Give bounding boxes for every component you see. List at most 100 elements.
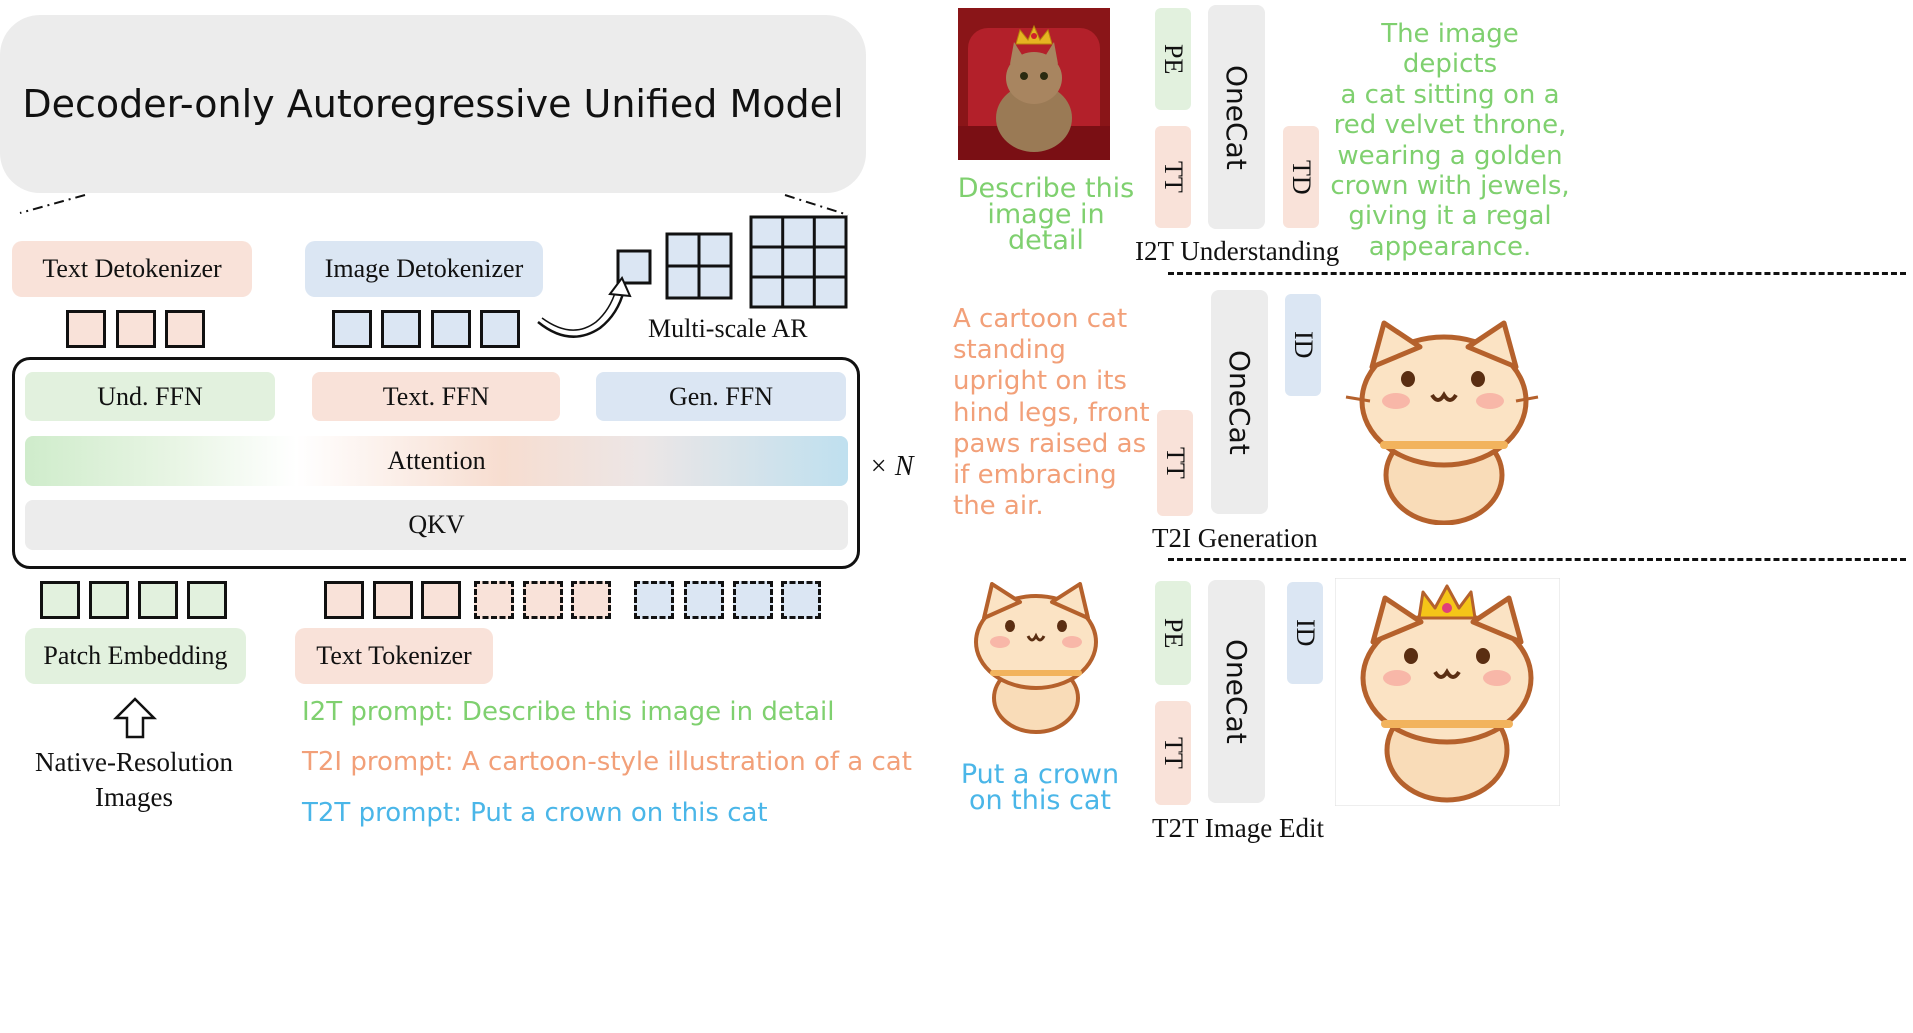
t2i-input-line: paws raised as bbox=[953, 428, 1147, 459]
i2t-input-line2: image in detail bbox=[987, 199, 1105, 256]
image-output-token bbox=[381, 310, 421, 348]
und-ffn: Und. FFN bbox=[25, 372, 275, 421]
image-output-token bbox=[431, 310, 471, 348]
image-output-token bbox=[480, 310, 520, 348]
t2t-id-label: ID bbox=[1291, 619, 1320, 647]
model-title: Decoder-only Autoregressive Unified Mode… bbox=[22, 82, 844, 126]
unified-model-box: Decoder-only Autoregressive Unified Mode… bbox=[0, 15, 866, 193]
curved-arrow-icon bbox=[537, 289, 626, 338]
image-generated-token bbox=[634, 581, 674, 619]
t2i-input-line: if embracing bbox=[953, 460, 1117, 491]
layer-repeat-label: × N bbox=[869, 451, 914, 482]
t2t-input-line1: Put a crown bbox=[960, 759, 1120, 790]
cartoon-cat-source-image bbox=[974, 582, 1098, 734]
qkv-bar: QKV bbox=[25, 500, 848, 550]
t2t-input-line2: on this cat bbox=[968, 785, 1112, 816]
t2i-onecat-block: OneCat bbox=[1211, 290, 1268, 514]
i2t-pe-label: PE bbox=[1159, 43, 1188, 75]
native-images-line1: Native-Resolution bbox=[35, 747, 233, 777]
t2t-caption: T2T Image Edit bbox=[1152, 813, 1324, 843]
i2t-td-label: TD bbox=[1287, 159, 1316, 195]
multiscale-grids bbox=[537, 215, 848, 338]
image-input-token bbox=[40, 581, 80, 619]
king-cat-image bbox=[958, 8, 1110, 160]
multiscale-label: Multi-scale AR bbox=[648, 314, 808, 343]
t2i-prompt: T2I prompt: A cartoon-style illustration… bbox=[302, 747, 912, 777]
image-input-token bbox=[138, 581, 178, 619]
cartoon-cat-image bbox=[1345, 320, 1539, 525]
i2t-prompt: I2T prompt: Describe this image in detai… bbox=[302, 697, 835, 727]
t2t-input-text: Put a crown on this cat bbox=[950, 759, 1130, 816]
i2t-pe-block: PE bbox=[1155, 8, 1191, 110]
i2t-output-line: a cat sitting on a bbox=[1340, 79, 1560, 110]
und-ffn-label: Und. FFN bbox=[97, 381, 203, 411]
i2t-output-line: giving it a regal bbox=[1348, 201, 1552, 232]
attention-bar: Attention bbox=[25, 436, 848, 486]
text-detokenizer: Text Detokenizer bbox=[12, 241, 252, 297]
t2t-prompt: T2T prompt: Put a crown on this cat bbox=[302, 798, 768, 828]
image-detokenizer: Image Detokenizer bbox=[305, 241, 543, 297]
crowned-cat-image bbox=[1335, 578, 1560, 806]
i2t-output-text: The image depicts a cat sitting on a red… bbox=[1330, 19, 1570, 262]
t2t-tt-label: TT bbox=[1159, 737, 1188, 769]
t2i-tt-label: TT bbox=[1161, 447, 1190, 479]
text-generated-token bbox=[474, 581, 514, 619]
t2i-id-block: ID bbox=[1285, 294, 1321, 396]
image-generated-token bbox=[684, 581, 724, 619]
native-images-line2: Images bbox=[95, 782, 173, 812]
i2t-onecat-label: OneCat bbox=[1220, 64, 1253, 170]
text-input-token bbox=[373, 581, 413, 619]
qkv-label: QKV bbox=[408, 510, 465, 539]
t2t-pe-label: PE bbox=[1159, 617, 1188, 649]
text-tokenizer-label: Text Tokenizer bbox=[316, 641, 472, 670]
i2t-td-block: TD bbox=[1283, 126, 1319, 228]
i2t-output-line: wearing a golden bbox=[1337, 140, 1563, 171]
i2t-output-line: red velvet throne, bbox=[1333, 110, 1567, 141]
i2t-input-line1: Describe this bbox=[957, 173, 1135, 204]
i2t-output-line: The image depicts bbox=[1381, 19, 1519, 80]
text-ffn-label: Text. FFN bbox=[382, 381, 490, 411]
text-input-token bbox=[421, 581, 461, 619]
image-input-token bbox=[89, 581, 129, 619]
text-generated-token bbox=[523, 581, 563, 619]
gen-ffn-label: Gen. FFN bbox=[668, 381, 773, 411]
t2i-input-line: A cartoon cat bbox=[953, 304, 1128, 334]
t2t-onecat-label: OneCat bbox=[1220, 639, 1253, 744]
patch-embedding-label: Patch Embedding bbox=[43, 641, 228, 670]
separator-1 bbox=[1168, 272, 1906, 275]
i2t-input-text: Describe this image in detail bbox=[948, 173, 1144, 256]
gen-ffn: Gen. FFN bbox=[596, 372, 846, 421]
i2t-onecat-block: OneCat bbox=[1208, 5, 1265, 229]
t2i-onecat-label: OneCat bbox=[1223, 349, 1256, 455]
image-detokenizer-label: Image Detokenizer bbox=[324, 254, 524, 283]
t2i-input-line: standing bbox=[953, 335, 1066, 366]
text-output-token bbox=[165, 310, 205, 348]
t2i-input-text: A cartoon cat standing upright on its hi… bbox=[953, 304, 1150, 522]
scale-1-grid bbox=[616, 249, 652, 285]
separator-2 bbox=[1168, 558, 1906, 561]
patch-embedding: Patch Embedding bbox=[25, 628, 246, 684]
native-images-label: Native-Resolution Images bbox=[14, 745, 254, 815]
i2t-output-line: appearance. bbox=[1368, 231, 1532, 262]
text-output-token bbox=[66, 310, 106, 348]
image-generated-token bbox=[733, 581, 773, 619]
image-output-token bbox=[332, 310, 372, 348]
image-input-token bbox=[187, 581, 227, 619]
i2t-caption: I2T Understanding bbox=[1135, 236, 1340, 266]
t2i-input-line: hind legs, front bbox=[953, 397, 1150, 428]
t2i-id-label: ID bbox=[1289, 331, 1318, 359]
attention-label: Attention bbox=[387, 446, 486, 475]
t2i-input-line: upright on its bbox=[953, 366, 1127, 397]
t2t-onecat-block: OneCat bbox=[1208, 580, 1265, 803]
i2t-tt-label: TT bbox=[1159, 161, 1188, 193]
transformer-block bbox=[12, 357, 860, 569]
i2t-output-line: crown with jewels, bbox=[1330, 171, 1570, 202]
text-detokenizer-label: Text Detokenizer bbox=[42, 254, 222, 283]
t2t-tt-block: TT bbox=[1155, 701, 1191, 805]
i2t-tt-block: TT bbox=[1155, 126, 1191, 228]
text-ffn: Text. FFN bbox=[312, 372, 560, 421]
t2i-input-line: the air. bbox=[953, 491, 1044, 522]
scale-2-grid bbox=[665, 232, 733, 300]
t2i-caption: T2I Generation bbox=[1152, 523, 1318, 553]
text-input-token bbox=[324, 581, 364, 619]
